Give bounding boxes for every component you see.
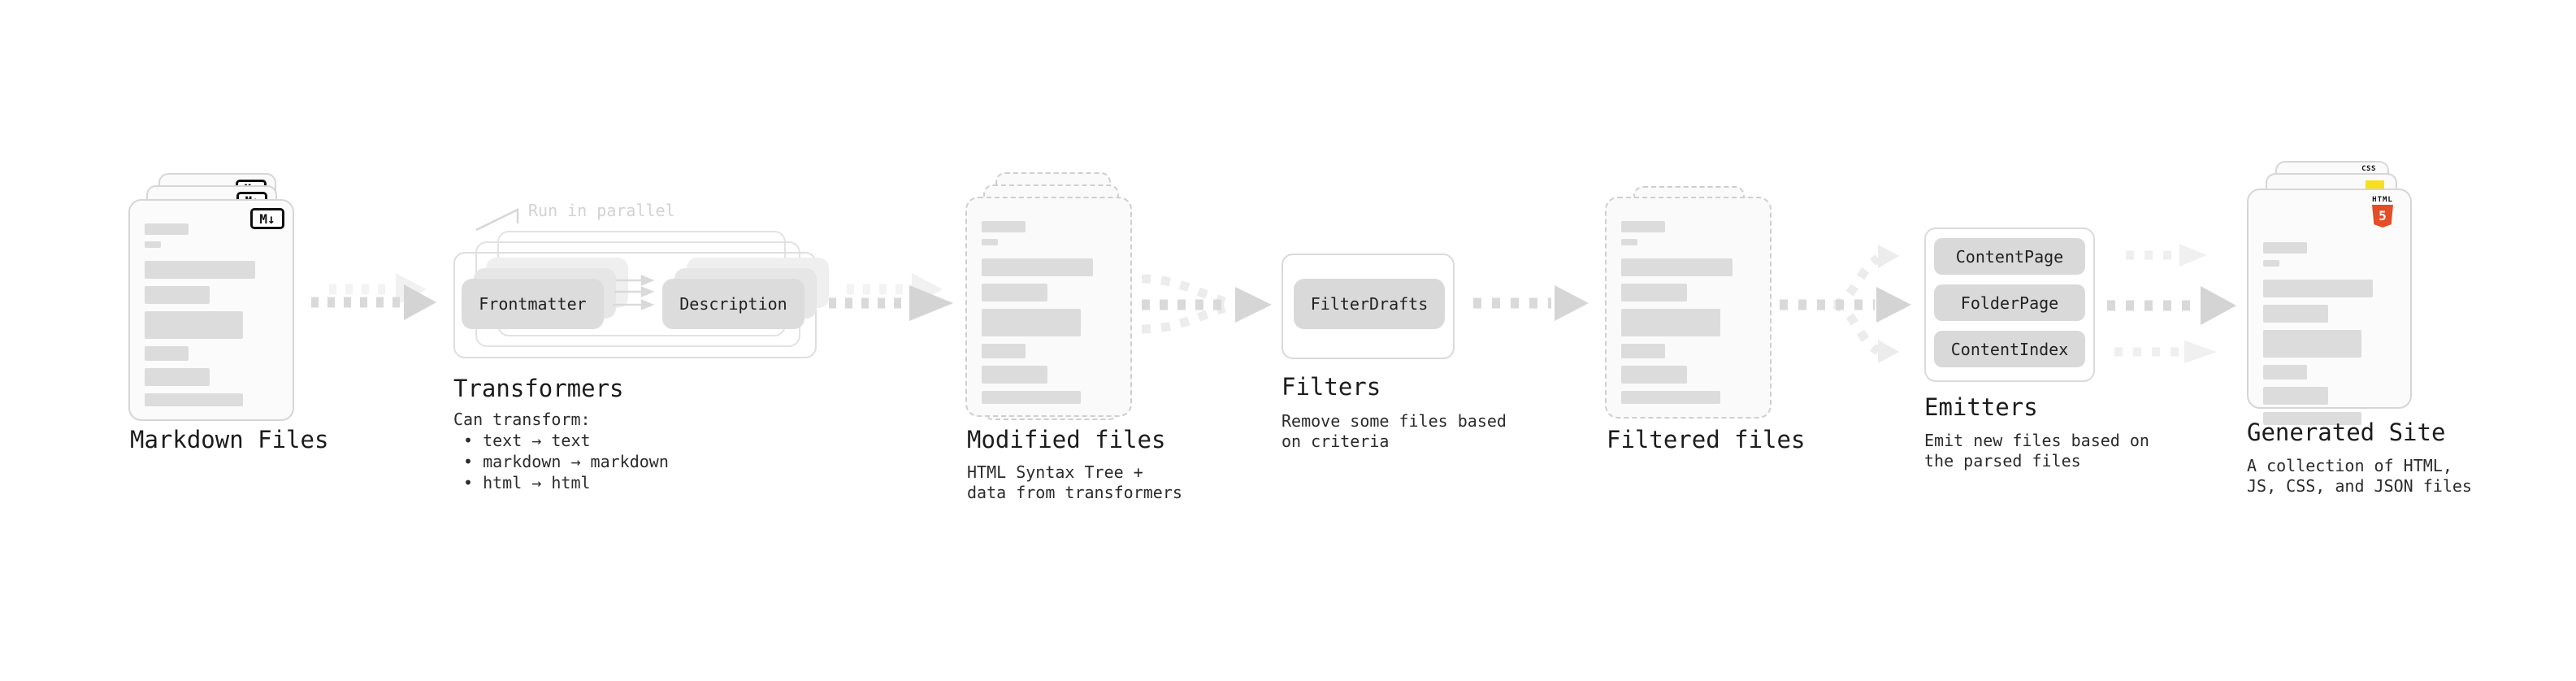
parallel-flow-arrows <box>613 275 655 310</box>
filter-node-filterdrafts: FilterDrafts <box>1294 279 1445 329</box>
text-line-placeholder <box>2263 412 2361 425</box>
arrow-modified-to-filters <box>1141 274 1272 334</box>
file-content-placeholder <box>145 223 278 406</box>
text-line-placeholder <box>145 286 210 304</box>
html5-icon: HTML 5 <box>2366 196 2399 228</box>
generated-file-card-html: HTML 5 <box>2247 189 2412 425</box>
modified-file-card-front <box>965 197 1132 417</box>
markdown-icon: M↓ <box>250 208 284 229</box>
stage-label-filters: Filters <box>1281 373 1381 401</box>
text-line-placeholder <box>2263 280 2374 297</box>
emitter-node-folderpage: FolderPage <box>1934 284 2085 321</box>
arrow-filtered-to-emitters <box>1780 245 1911 363</box>
filtered-file-card-front <box>1605 197 1772 419</box>
transformer-node-description: Description <box>662 279 804 329</box>
text-line-placeholder <box>2263 260 2279 267</box>
transformer-node-frontmatter: Frontmatter <box>462 279 604 329</box>
modified-files-subtitle: HTML Syntax Tree + data from transformer… <box>967 462 1182 502</box>
text-line-placeholder <box>1621 366 1687 384</box>
run-in-parallel-callout-line <box>475 207 519 232</box>
file-content-placeholder <box>1621 221 1755 404</box>
stage-label-generated-site: Generated Site <box>2247 419 2446 446</box>
stage-label-emitters: Emitters <box>1924 393 2038 421</box>
text-line-placeholder <box>1621 284 1687 301</box>
text-line-placeholder <box>2263 365 2307 380</box>
run-in-parallel-annotation: Run in parallel <box>528 201 675 220</box>
emitter-node-contentpage: ContentPage <box>1934 238 2085 275</box>
stage-label-filtered-files: Filtered files <box>1607 426 1806 453</box>
text-line-placeholder <box>145 346 189 361</box>
text-line-placeholder <box>145 261 256 279</box>
file-content-placeholder <box>2263 242 2396 425</box>
arrow-filters-to-filtered <box>1473 285 1589 321</box>
text-line-placeholder <box>145 241 161 248</box>
text-line-placeholder <box>982 284 1047 301</box>
stage-label-markdown-files: Markdown Files <box>130 426 329 453</box>
text-line-placeholder <box>1621 344 1666 358</box>
arrow-transformers-to-modified <box>829 273 953 321</box>
text-line-placeholder <box>982 258 1093 276</box>
text-line-placeholder <box>2263 387 2328 405</box>
transformers-bullet: • html → html <box>463 473 591 492</box>
arrow-markdown-to-transformers <box>311 273 436 320</box>
markdown-file-card-front: M↓ <box>128 199 294 421</box>
text-line-placeholder <box>2263 330 2361 358</box>
transformers-description-title: Can transform: <box>453 410 591 429</box>
text-line-placeholder <box>2263 305 2328 323</box>
js-file-icon <box>2366 180 2384 189</box>
filters-subtitle: Remove some files based on criteria <box>1281 411 1507 451</box>
text-line-placeholder <box>982 344 1026 358</box>
text-line-placeholder <box>1621 239 1637 245</box>
text-line-placeholder <box>145 223 189 235</box>
text-line-placeholder <box>1621 391 1721 404</box>
emitters-subtitle: Emit new files based on the parsed files <box>1924 431 2149 471</box>
text-line-placeholder <box>2263 242 2307 254</box>
text-line-placeholder <box>982 366 1047 384</box>
text-line-placeholder <box>982 221 1026 232</box>
transformers-bullet: • text → text <box>463 431 591 450</box>
text-line-placeholder <box>982 309 1082 336</box>
text-line-placeholder <box>1621 258 1733 276</box>
transformers-bullet: • markdown → markdown <box>463 452 669 471</box>
text-line-placeholder <box>1621 309 1721 336</box>
stage-label-modified-files: Modified files <box>967 426 1166 453</box>
file-content-placeholder <box>982 221 1116 404</box>
text-line-placeholder <box>982 391 1082 404</box>
text-line-placeholder <box>982 239 998 245</box>
text-line-placeholder <box>1621 221 1666 232</box>
text-line-placeholder <box>145 311 244 339</box>
text-line-placeholder <box>145 368 210 386</box>
generated-site-subtitle: A collection of HTML, JS, CSS, and JSON … <box>2247 456 2472 496</box>
stage-label-transformers: Transformers <box>453 375 624 402</box>
text-line-placeholder <box>145 393 244 406</box>
emitter-node-contentindex: ContentIndex <box>1934 331 2085 367</box>
arrow-emitters-to-generated <box>2107 244 2236 363</box>
